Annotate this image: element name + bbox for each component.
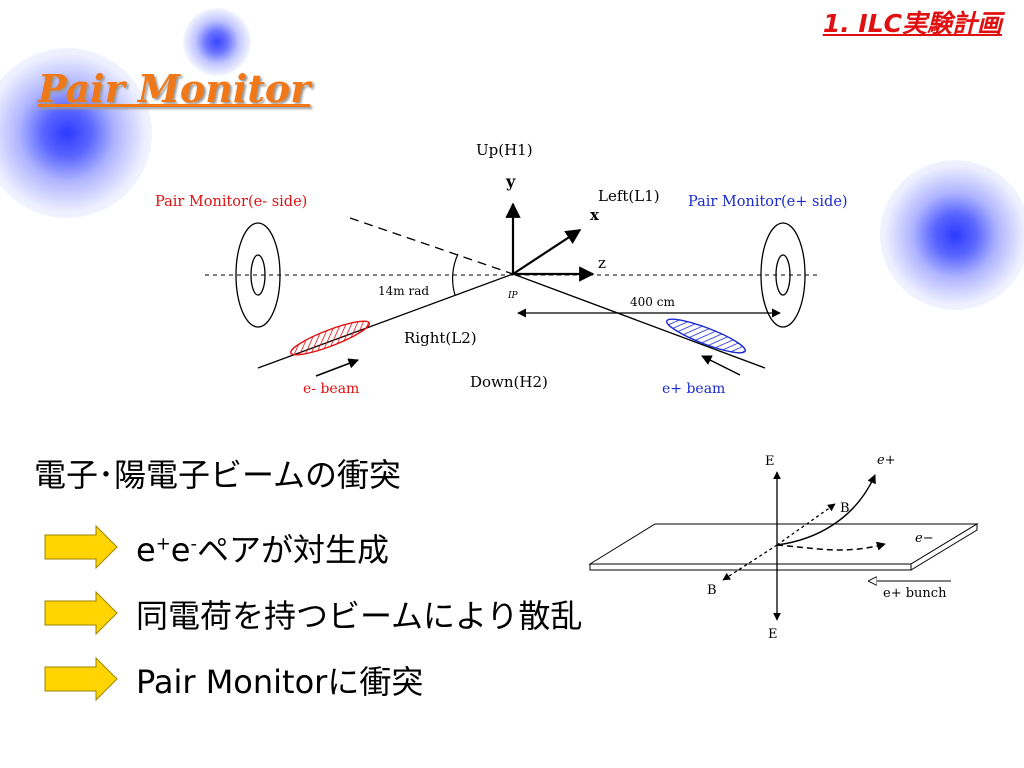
bunch-e-minus xyxy=(289,320,371,356)
decorative-orb-right xyxy=(880,160,1024,310)
label-e-top: E xyxy=(765,454,775,469)
pair-monitor-left xyxy=(235,222,281,328)
label-beam-e-plus: e+ beam xyxy=(662,381,725,397)
label-beam-e-minus: e- beam xyxy=(303,381,359,397)
pair-monitor-right xyxy=(760,222,806,328)
beam-arrow-e-minus xyxy=(315,358,359,377)
scattering-diagram: E E B B e+ e− e+ bunch xyxy=(588,453,979,642)
label-monitor-e-plus: Pair Monitor(e+ side) xyxy=(688,194,848,210)
yellow-arrow-icon xyxy=(44,591,118,635)
yellow-arrow-icon xyxy=(44,657,118,701)
label-y-axis: y xyxy=(505,172,516,191)
electron-trajectory xyxy=(776,541,886,551)
beam-line-e-plus xyxy=(512,273,766,369)
bullet-superscript: - xyxy=(190,533,197,555)
beam-arrow-e-plus xyxy=(701,355,741,376)
label-monitor-e-minus: Pair Monitor(e- side) xyxy=(155,194,307,210)
label-up: Up(H1) xyxy=(476,141,533,159)
bullet-text: e xyxy=(170,531,191,569)
label-left: Left(L1) xyxy=(598,187,660,205)
label-right: Right(L2) xyxy=(404,329,477,347)
label-down: Down(H2) xyxy=(470,373,548,391)
label-e-bottom: E xyxy=(768,627,778,642)
positron-trajectory xyxy=(776,474,876,546)
label-b-upper: B xyxy=(840,501,850,516)
crossing-diagram: Up(H1) y Left(L1) x z Pair Monitor(e- si… xyxy=(155,141,848,397)
bullet-text: e xyxy=(136,531,156,569)
label-electron: e− xyxy=(915,531,934,546)
crossing-angle-arc xyxy=(452,253,459,296)
label-distance: 400 cm xyxy=(630,295,675,309)
page-title: Pair Monitor xyxy=(38,66,311,111)
bunch-e-plus xyxy=(665,318,747,354)
bullet-text: Pair Monitorに衝突 xyxy=(136,663,424,701)
label-crossing-angle: 14m rad xyxy=(378,284,429,298)
label-x-axis: x xyxy=(590,206,600,224)
label-positron: e+ xyxy=(877,453,896,468)
bullet-text: 同電荷を持つビームにより散乱 xyxy=(136,597,583,635)
label-ip: IP xyxy=(507,291,519,301)
bullet-heading: 電子･陽電子ビームの衝突 xyxy=(34,456,402,494)
x-axis-arrow xyxy=(512,229,582,275)
label-b-lower: B xyxy=(707,583,717,598)
yellow-arrow-icon xyxy=(44,525,118,569)
label-bunch: e+ bunch xyxy=(883,586,947,601)
bullet-text: ペアが対生成 xyxy=(196,531,389,569)
b-field-lower-arrow xyxy=(722,544,778,581)
label-z-axis: z xyxy=(598,254,606,272)
bullet-superscript: + xyxy=(155,533,171,555)
beam-line-extension xyxy=(349,217,514,275)
section-label: 1. ILC実験計画 xyxy=(822,9,1002,38)
